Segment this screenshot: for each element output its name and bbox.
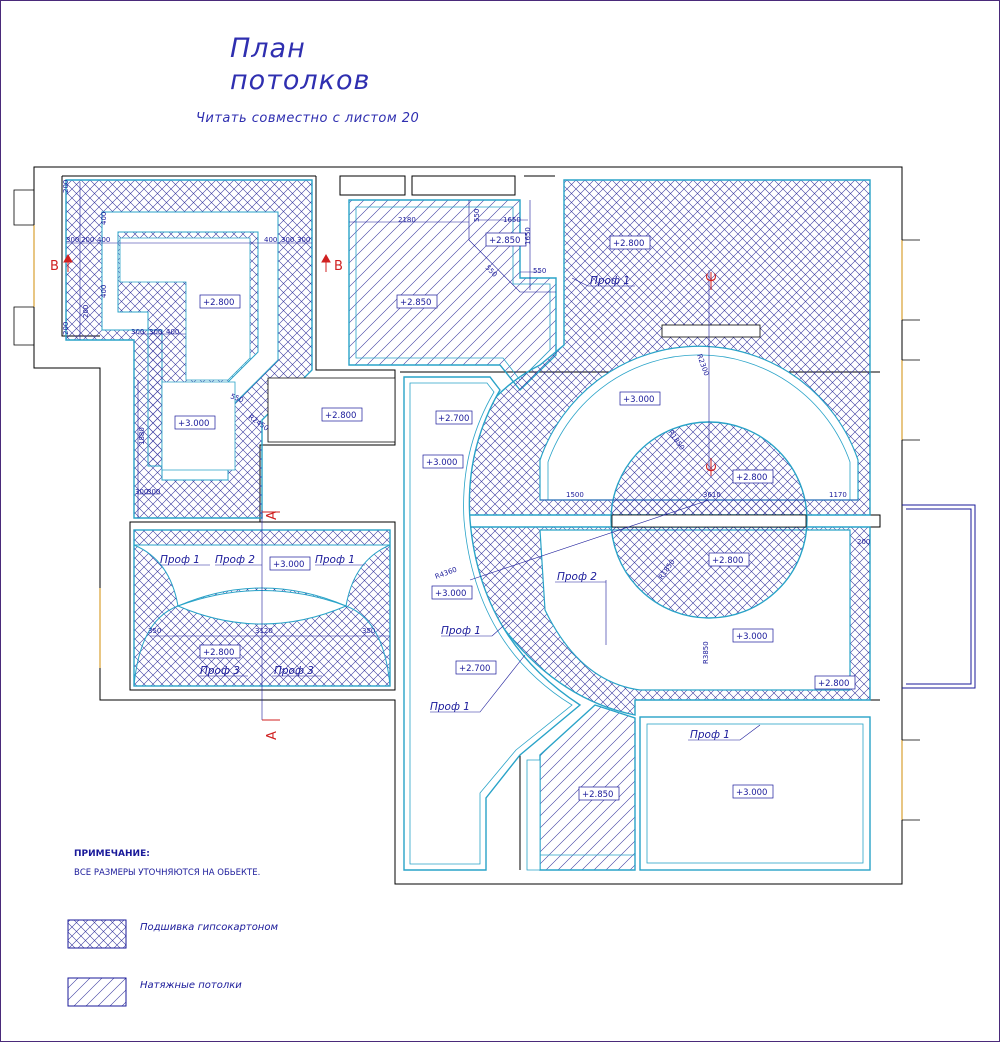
level-tag-bath: +2.850 <box>582 790 613 800</box>
section-c-top: С <box>705 273 720 282</box>
level-tag-bedroom: +3.000 <box>736 788 767 798</box>
dim-text-23: 1650 <box>524 227 532 245</box>
level-tag-circle-bottom: +2.800 <box>712 556 743 566</box>
dim-text-4: 200 <box>81 236 94 244</box>
level-tag-corridor-top: +2.700 <box>438 414 469 424</box>
profile-label-corridor-arc: Проф 1 <box>441 625 481 637</box>
balcony <box>902 504 976 689</box>
dim-text-5: 400 <box>97 236 110 244</box>
level-tag-hall: +2.850 <box>400 298 431 308</box>
dim-text-2: 400 <box>100 212 108 225</box>
level-tag-corridor-mid: +3.000 <box>435 589 466 599</box>
level-tag-living-corner: +2.800 <box>818 679 849 689</box>
dim-text-25: 550 <box>533 267 546 275</box>
dim-text-20: 2180 <box>398 216 416 224</box>
level-tag-hall-niche: +2.850 <box>489 236 520 246</box>
dim-text-29: 3610 <box>703 491 721 499</box>
note-heading: ПРИМЕЧАНИЕ: <box>74 849 150 859</box>
dim-text-8: 300 <box>297 236 310 244</box>
dimension-lines <box>66 182 858 720</box>
dim-text-22: 1650 <box>503 216 521 224</box>
dim-text-11: 200 <box>62 322 70 335</box>
dim-text-1: 200 <box>62 180 70 193</box>
profile-label-corridor: Проф 1 <box>430 701 470 713</box>
dim-text-35: 350 <box>148 627 161 635</box>
dim-text-37: 350 <box>362 627 375 635</box>
dim-text-10: 200 <box>82 305 90 318</box>
dim-text-12: 300 <box>131 328 144 336</box>
dim-text-13: 300 <box>149 328 162 336</box>
windows <box>33 225 903 820</box>
level-tag-kitchen-bottom: +2.800 <box>203 648 234 658</box>
section-a-top: А <box>265 511 280 520</box>
level-tag-dressing: +3.000 <box>178 419 209 429</box>
section-marks <box>63 253 712 721</box>
dim-text-36: 3120 <box>255 627 273 635</box>
drawing-title-line2: потолков <box>230 65 371 96</box>
legend-label-gypsum: Подшивка гипсокартоном <box>140 922 279 933</box>
section-c-bottom: С <box>705 463 720 472</box>
dim-text-3: 300 <box>66 236 79 244</box>
level-tag-entry: +2.800 <box>203 298 234 308</box>
section-a-bottom: А <box>265 731 280 740</box>
dim-text-19: 300 <box>147 488 160 496</box>
level-tags <box>174 232 856 801</box>
dim-text-17: 1880 <box>138 427 146 445</box>
ceiling-zone-entry <box>65 179 313 519</box>
level-tag-ring-bottom: +3.000 <box>736 632 767 642</box>
level-tag-corridor: +3.000 <box>426 458 457 468</box>
dim-text-31: 200 <box>857 538 870 546</box>
profile-label-kitchen-left: Проф 1 <box>160 554 200 566</box>
level-tag-circle-top: +2.800 <box>736 473 767 483</box>
level-tag-ring: +3.000 <box>623 395 654 405</box>
dim-text-28: 1500 <box>566 491 584 499</box>
drawing-subtitle: Читать совместно с листом 20 <box>196 111 420 126</box>
dim-text-21: 550 <box>473 209 481 222</box>
section-b-right: В <box>334 259 343 274</box>
dim-text-7: 300 <box>281 236 294 244</box>
ceiling-zone-corridor <box>403 376 582 871</box>
profile-label-kitchen-right: Проф 1 <box>315 554 355 566</box>
dim-text-6: 400 <box>264 236 277 244</box>
level-tag-corridor-low: +2.700 <box>459 664 490 674</box>
profile-label-kitchen-mid: Проф 2 <box>215 554 255 566</box>
drawing-title-line1: План <box>230 33 306 64</box>
profile-label-living: Проф 1 <box>590 275 630 287</box>
profile-label-kitchen-bottom-right: Проф 3 <box>274 665 314 677</box>
note-text: ВСЕ РАЗМЕРЫ УТОЧНЯЮТСЯ НА ОБЬЕКТЕ. <box>74 868 261 878</box>
level-tag-kitchen-top: +3.000 <box>273 560 304 570</box>
dim-text-14: 400 <box>166 328 179 336</box>
dim-text-30: 1170 <box>829 491 847 499</box>
profile-label-bedroom: Проф 1 <box>690 729 730 741</box>
profile-label-kitchen-bottom-left: Проф 3 <box>200 665 240 677</box>
dim-text-34: R3850 <box>702 641 710 664</box>
legend-label-stretch: Натяжные потолки <box>140 980 242 991</box>
profile-label-ring: Проф 2 <box>557 571 597 583</box>
level-tag-small: +2.800 <box>325 411 356 421</box>
section-b-left: В <box>50 259 59 274</box>
dim-text-18: 300 <box>135 488 148 496</box>
profile-leaders <box>160 277 761 741</box>
level-tag-living-top: +2.800 <box>613 239 644 249</box>
dim-text-9: 400 <box>100 285 108 298</box>
window-frames <box>13 189 920 821</box>
